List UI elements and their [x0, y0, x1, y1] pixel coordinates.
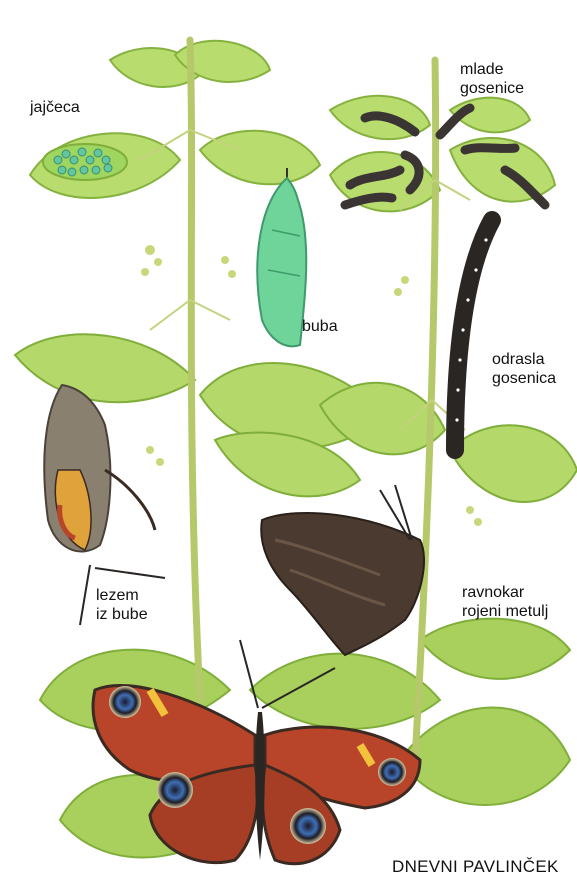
label-eggs: jajčeca — [30, 98, 80, 117]
green-chrysalis — [257, 168, 306, 346]
label-pupa: buba — [302, 317, 338, 336]
newborn-butterfly — [261, 485, 424, 655]
eggs-cluster — [43, 144, 127, 180]
label-newborn-butterfly: ravnokar rojeni metulj — [462, 583, 548, 621]
label-emerging: lezem iz bube — [96, 586, 148, 624]
label-adult-caterpillar: odrasla gosenica — [492, 350, 556, 388]
page-title: DNEVNI PAVLINČEK — [392, 857, 559, 876]
adult-caterpillar — [455, 220, 492, 450]
label-young-caterpillars: mlade gosenice — [460, 60, 524, 98]
